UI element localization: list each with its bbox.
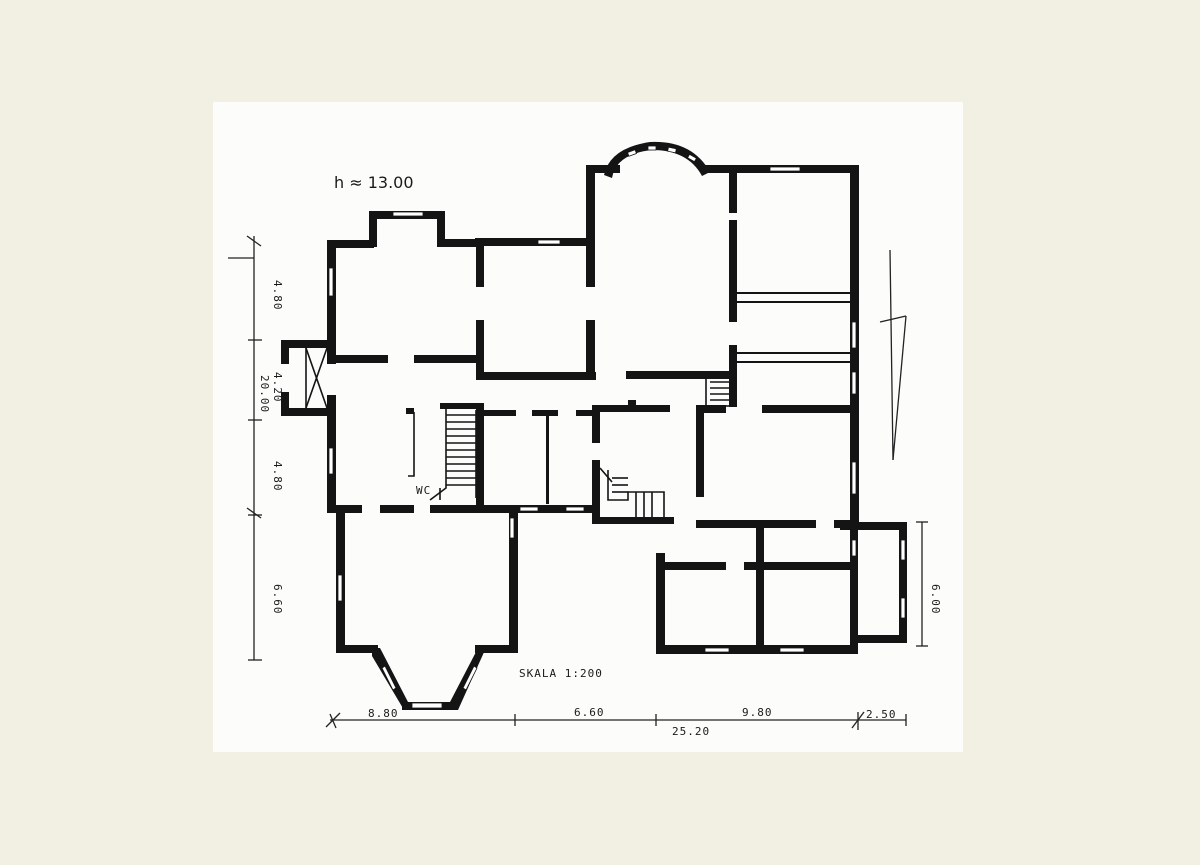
dim-right: 6.00 — [929, 584, 942, 615]
wc-label: WC — [416, 484, 431, 497]
dim-total-width: 25.20 — [672, 725, 710, 738]
dim-left-1: 4.80 — [271, 280, 284, 311]
dimension-bottom — [325, 711, 907, 730]
bay-window-lower — [372, 648, 485, 710]
dim-left-3: 4.80 — [271, 461, 284, 492]
height-note: h ≈ 13.00 — [334, 173, 414, 192]
dimension-right — [916, 521, 928, 647]
dim-total-height: 20.00 — [258, 375, 271, 413]
staircase-small — [710, 381, 730, 401]
windows — [328, 166, 906, 653]
dim-left-2: 4.20 — [271, 372, 284, 403]
dim-bottom-3: 9.80 — [742, 706, 773, 719]
dim-bottom-1: 8.80 — [368, 707, 399, 720]
staircase-main — [408, 408, 477, 501]
dim-bottom-4: 2.50 — [866, 708, 897, 721]
interior-walls — [336, 220, 850, 648]
bay-window-top — [604, 141, 710, 178]
scale-label: SKALA 1:200 — [519, 667, 603, 680]
staircase-secondary — [599, 467, 665, 518]
dimension-left — [228, 235, 262, 661]
north-arrow — [879, 249, 907, 461]
dim-bottom-2: 6.60 — [574, 706, 605, 719]
dim-left-4: 6.60 — [271, 584, 284, 615]
entrance-doors — [305, 347, 328, 409]
